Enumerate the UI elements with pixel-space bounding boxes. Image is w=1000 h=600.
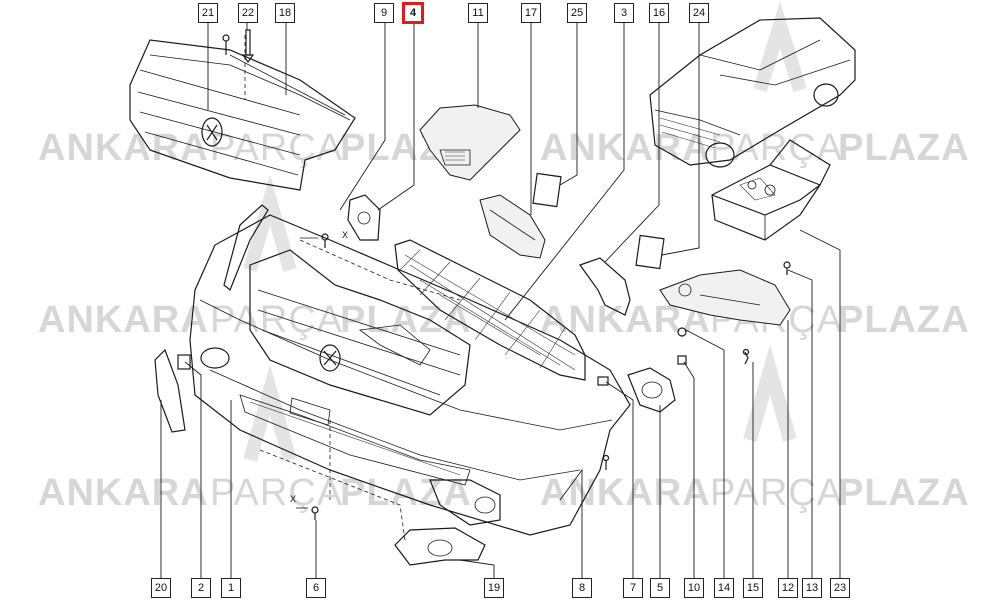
callout-8: 8 <box>572 578 592 598</box>
callout-2: 2 <box>191 578 211 598</box>
watermark-text-parca: PARÇA <box>210 299 343 341</box>
callout-16: 16 <box>649 3 669 23</box>
bracket-9 <box>347 194 381 241</box>
screw-21 <box>222 34 230 55</box>
vehicle-sketch <box>649 17 856 168</box>
watermark-text-ankara: ANKARA <box>38 299 209 341</box>
callout-5: 5 <box>650 578 670 598</box>
callout-1: 1 <box>221 578 241 598</box>
watermark-text-ankara: ANKARA <box>38 127 209 169</box>
fog-lamp-trim <box>394 527 486 566</box>
callout-13: 13 <box>802 578 822 598</box>
clip-22 <box>241 29 255 64</box>
dimension-marks: X X <box>290 230 348 509</box>
callout-9: 9 <box>374 3 394 23</box>
callout-23: 23 <box>830 578 850 598</box>
callout-18: 18 <box>275 3 295 23</box>
callout-11: 11 <box>468 3 488 23</box>
watermark-text-parca: PARÇA <box>710 472 843 514</box>
watermark-text-plaza: PLAZA <box>838 472 970 514</box>
callout-21: 21 <box>198 3 218 23</box>
side-bracket <box>579 257 631 316</box>
callout-6: 6 <box>306 578 326 598</box>
watermark-text-ankara: ANKARA <box>38 472 209 514</box>
watermark-text-plaza: PLAZA <box>340 472 472 514</box>
front-bumper <box>189 204 631 541</box>
watermark-text-parca: PARÇA <box>210 472 343 514</box>
callout-3: 3 <box>614 3 634 23</box>
callout-12: 12 <box>778 578 798 598</box>
lower-shield <box>659 269 791 326</box>
callout-24: 24 <box>689 3 709 23</box>
radiator-shield <box>419 104 521 181</box>
air-deflector <box>479 194 546 259</box>
watermark-logo <box>243 1 807 462</box>
watermark-text-plaza: PLAZA <box>838 299 970 341</box>
callout-7: 7 <box>623 578 643 598</box>
watermark-text-plaza: PLAZA <box>838 127 970 169</box>
callout-4-highlighted: 4 <box>402 2 424 24</box>
callout-10: 10 <box>684 578 704 598</box>
watermark: ANKARA PARÇA PLAZA ANKARA PARÇA PLAZA AN… <box>38 1 970 514</box>
callout-17: 17 <box>521 3 541 23</box>
callout-20: 20 <box>151 578 171 598</box>
dimension-label: X <box>290 494 296 504</box>
watermark-text-plaza: PLAZA <box>340 299 472 341</box>
callout-14: 14 <box>714 578 734 598</box>
upper-grille <box>129 35 356 191</box>
callout-25: 25 <box>567 3 587 23</box>
mesh-grille-insert <box>394 239 586 381</box>
callout-15: 15 <box>743 578 763 598</box>
side-reflector <box>154 348 186 433</box>
fog-lamp-housing <box>627 367 676 413</box>
fastener-kit-box <box>711 139 831 241</box>
watermark-text-ankara: ANKARA <box>540 127 711 169</box>
watermark-text-parca: PARÇA <box>210 127 343 169</box>
watermark-text-ankara: ANKARA <box>540 472 711 514</box>
dimension-label: X <box>342 230 348 240</box>
callout-22: 22 <box>238 3 258 23</box>
fasteners <box>177 233 791 520</box>
label-plate-25 <box>532 172 562 208</box>
leader-lines <box>160 20 841 580</box>
label-plate-16 <box>635 234 665 270</box>
callout-19: 19 <box>484 578 504 598</box>
